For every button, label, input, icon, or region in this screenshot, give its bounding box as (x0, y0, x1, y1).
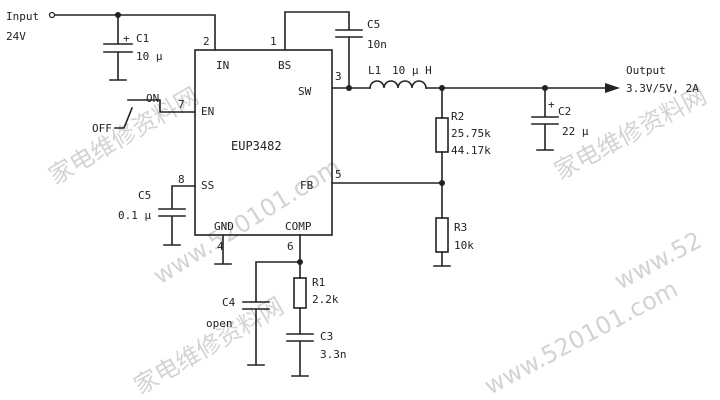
output-spec: 3.3V/5V, 2A (626, 82, 699, 95)
resistor-r3 (435, 217, 449, 253)
ground-ic (214, 234, 232, 265)
capacitor-c3 (286, 307, 314, 377)
softstart-section: C5 0.1 μ (118, 185, 196, 246)
bootstrap-section: C5 10n (284, 11, 387, 89)
pin-name-en: EN (201, 105, 214, 118)
c5-bs-value: 10n (367, 38, 387, 51)
resistor-r2 (435, 117, 449, 153)
watermark-text-4: www.520101.com (480, 275, 683, 400)
pin-num-in: 2 (203, 35, 210, 48)
r3-ref: R3 (454, 221, 467, 234)
en-off-label: OFF (92, 122, 112, 135)
pin-name-fb: FB (300, 179, 314, 192)
c1-ref: C1 (136, 32, 149, 45)
pin-num-en: 7 (178, 98, 185, 111)
capacitor-c2 (531, 87, 559, 151)
junction-sw (346, 85, 352, 91)
pin-num-ss: 8 (178, 173, 185, 186)
r1-ref: R1 (312, 276, 325, 289)
output-section: L1 10 μ H Output 3.3V/5V, 2A + C2 22 μ R… (331, 64, 699, 267)
pin-name-comp: COMP (285, 220, 312, 233)
capacitor-c5-bs (284, 11, 363, 89)
output-label: Output (626, 64, 666, 77)
r2-ref: R2 (451, 110, 464, 123)
c5-ss-ref: C5 (138, 189, 151, 202)
enable-section: ON OFF (92, 92, 196, 135)
r3-value: 10k (454, 239, 474, 252)
ic-name: EUP3482 (231, 139, 282, 153)
c5-ss-value: 0.1 μ (118, 209, 151, 222)
input-section: Input 24V + C1 10 μ (6, 10, 216, 81)
pin-name-ss: SS (201, 179, 214, 192)
c2-value: 22 μ (562, 125, 589, 138)
compensation-section: C4 open R1 2.2k C3 3.3n (206, 234, 347, 377)
pin-name-bs: BS (278, 59, 291, 72)
pin-num-sw: 3 (335, 70, 342, 83)
pin-num-bs: 1 (270, 35, 277, 48)
en-on-label: ON (146, 92, 159, 105)
capacitor-c4 (242, 261, 301, 366)
wire-r3-ground (433, 251, 451, 267)
wire-input-to-in (54, 14, 216, 51)
wire-en-off (114, 106, 134, 129)
capacitor-c5-ss (158, 185, 196, 246)
c2-ref: C2 (558, 105, 571, 118)
l1-ref: L1 (368, 64, 381, 77)
pin-name-gnd: GND (214, 220, 234, 233)
resistor-r1 (293, 277, 307, 309)
output-arrow (605, 83, 620, 93)
c4-ref: C4 (222, 296, 236, 309)
pin-name-sw: SW (298, 85, 312, 98)
inductor-l1 (369, 80, 427, 89)
pin-num-fb: 5 (335, 168, 342, 181)
c3-ref: C3 (320, 330, 333, 343)
pin-name-in: IN (216, 59, 229, 72)
wire-en-on (127, 99, 196, 113)
watermark: 家电维修资料网 www.520101.com 家电维修资料网 www.52010… (44, 82, 711, 400)
c5-bs-ref: C5 (367, 18, 380, 31)
l1-value: 10 μ H (392, 64, 432, 77)
input-label: Input (6, 10, 39, 23)
input-terminal (48, 11, 56, 19)
r2-value-b: 44.17k (451, 144, 491, 157)
r1-value: 2.2k (312, 293, 339, 306)
ic-body (194, 49, 333, 236)
r2-value-a: 25.75k (451, 127, 491, 140)
input-voltage: 24V (6, 30, 26, 43)
c1-value: 10 μ (136, 50, 163, 63)
c2-plus: + (548, 98, 555, 111)
pin-num-gnd: 4 (217, 240, 224, 253)
c1-plus: + (123, 32, 130, 45)
c3-value: 3.3n (320, 348, 347, 361)
capacitor-c1 (103, 14, 133, 81)
c4-value: open (206, 317, 233, 330)
pin-num-comp: 6 (287, 240, 294, 253)
watermark-text-3: 家电维修资料网 (129, 292, 288, 400)
ic-eup3482: EUP3482 IN BS SW EN SS FB GND COMP 2 1 3… (178, 35, 342, 253)
